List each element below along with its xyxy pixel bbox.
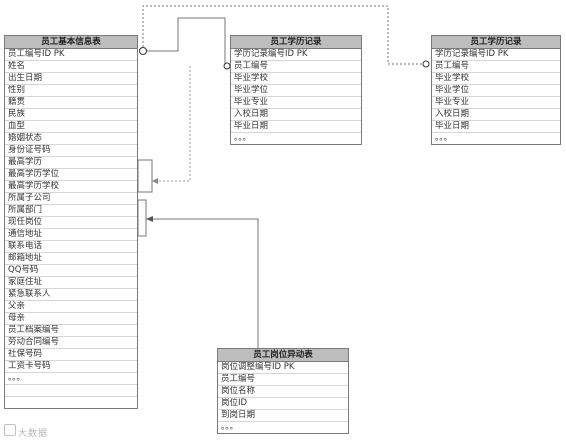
table-field-row: 毕业学位 — [432, 85, 560, 97]
arrowhead-education-group — [152, 178, 158, 184]
table-field-row: 婚姻状态 — [5, 133, 137, 145]
table-field-row: 。。。 — [435, 133, 453, 143]
table-field-row: 。。。 — [5, 373, 137, 385]
table-field-row: 毕业学校 — [432, 73, 560, 85]
relation-edu1-to-education-group — [152, 66, 191, 182]
watermark: 大数据 — [18, 429, 49, 439]
table-title: 员工学历记录 — [432, 36, 560, 49]
table-field-row: 毕业专业 — [231, 97, 361, 109]
relation-basic-to-edu2 — [142, 5, 428, 65]
table-field-row: 所属部门 — [5, 205, 137, 217]
arrowhead-department-group — [146, 216, 153, 222]
table-field-row: 邮箱地址 — [5, 253, 137, 265]
table-field-row: 最高学历学校 — [5, 181, 137, 193]
table-field-row: 家庭住址 — [5, 277, 137, 289]
table-field-row: 劳动合同编号 — [5, 337, 137, 349]
table-field-row: 员工编号 — [231, 61, 361, 73]
relation-end-circle-edu2 — [422, 60, 430, 68]
table-field-row: 姓名 — [5, 61, 137, 73]
table-field-row: 。。。 — [234, 133, 252, 143]
table-field-row: 员工编号 — [432, 61, 560, 73]
table-field-row: 现任岗位 — [5, 217, 137, 229]
table-field-row: 岗位ID — [218, 398, 348, 410]
table-field-row: 毕业日期 — [432, 121, 560, 133]
table-field-row: QQ号码 — [5, 265, 137, 277]
relation-basic-to-edu1 — [143, 17, 230, 67]
table-field-row: 身份证号码 — [5, 145, 137, 157]
table-field-row: 岗位调整编号ID PK — [218, 362, 348, 374]
relation-start-circle — [139, 47, 147, 55]
table-field-row: 民族 — [5, 109, 137, 121]
table-field-row — [5, 385, 137, 397]
table-field-row: 最高学历 — [5, 157, 137, 169]
education-group-outline — [137, 159, 153, 193]
table-field-row: 员工档案编号 — [5, 325, 137, 337]
table-field-row: 通信地址 — [5, 229, 137, 241]
table-field-row: 父亲 — [5, 301, 137, 313]
table-field-row: 联系电话 — [5, 241, 137, 253]
table-title: 员工学历记录 — [231, 36, 361, 49]
table-field-row: 学历记录编号ID PK — [231, 49, 361, 61]
table-title: 员工岗位异动表 — [218, 349, 348, 362]
table-field-row: 入校日期 — [432, 109, 560, 121]
table-field-row: 岗位名称 — [218, 386, 348, 398]
watermark-logo-icon — [4, 424, 16, 436]
table-field-row: 入校日期 — [231, 109, 361, 121]
table-field-row: 员工编号ID PK — [5, 49, 137, 61]
relation-post-to-department-group — [146, 218, 259, 348]
table-field-row: 工资卡号码 — [5, 361, 137, 373]
department-group-outline — [137, 199, 147, 237]
table-title: 员工基本信息表 — [5, 36, 137, 49]
table-field-row — [5, 397, 137, 408]
table-field-row: 籍贯 — [5, 97, 137, 109]
table-field-row: 社保号码 — [5, 349, 137, 361]
table-field-row: 员工编号 — [218, 374, 348, 386]
table-field-row: 毕业日期 — [231, 121, 361, 133]
table-field-row: 血型 — [5, 121, 137, 133]
table-field-row: 性别 — [5, 85, 137, 97]
table-field-row: 学历记录编号ID PK — [432, 49, 560, 61]
table-field-row: 毕业学位 — [231, 85, 361, 97]
table-field-row: 到岗日期 — [218, 410, 348, 422]
table-field-row: 所属子公司 — [5, 193, 137, 205]
table-field-row: 最高学历学位 — [5, 169, 137, 181]
table-field-row: 出生日期 — [5, 73, 137, 85]
table-field-row: 。。。 — [221, 422, 239, 432]
table-field-row: 毕业学校 — [231, 73, 361, 85]
table-field-row: 母亲 — [5, 313, 137, 325]
table-field-row: 紧急联系人 — [5, 289, 137, 301]
table-field-row: 毕业专业 — [432, 97, 560, 109]
